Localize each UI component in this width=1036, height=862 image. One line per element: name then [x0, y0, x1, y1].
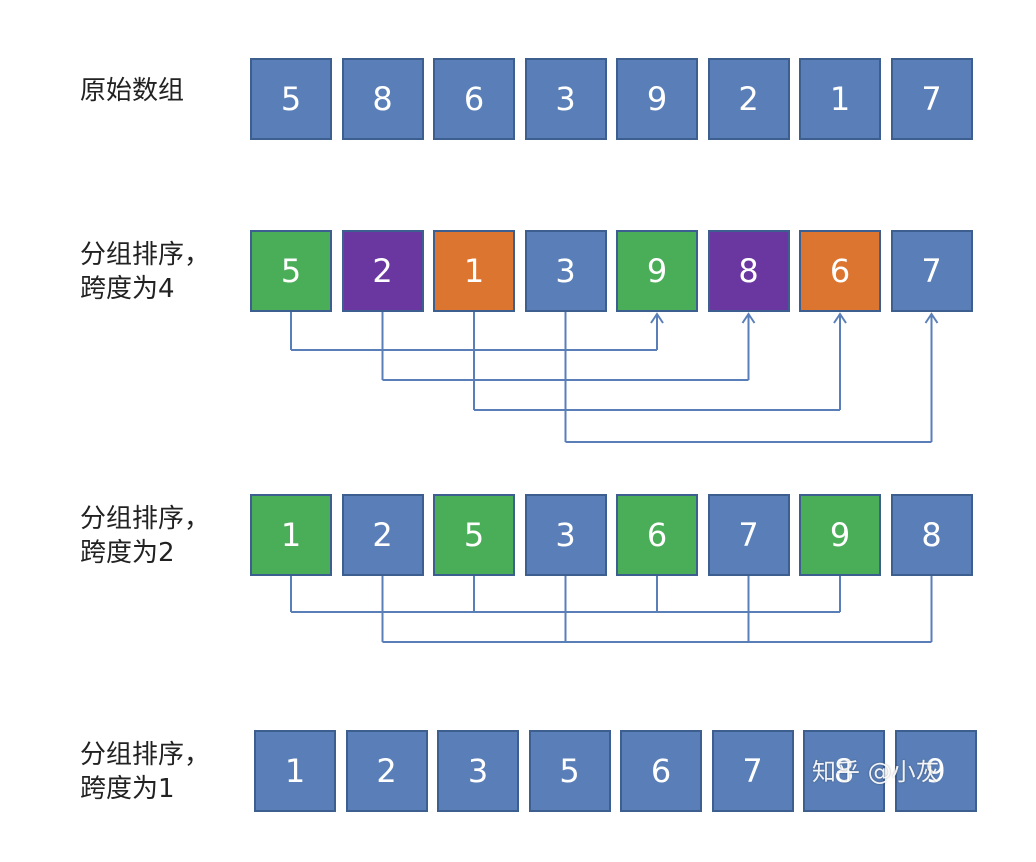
array-cell: 2 [707, 58, 790, 140]
array-cell: 6 [799, 230, 881, 312]
array-cell: 9 [616, 230, 698, 312]
array-cell: 5 [250, 58, 332, 140]
array-cell: 8 [803, 730, 885, 812]
row-label-gap-4: 分组排序， 跨度为4 [80, 240, 211, 304]
array-cell: 6 [616, 494, 698, 576]
row-label-gap-1: 分组排序， 跨度为1 [80, 740, 211, 804]
arrow-head [741, 312, 756, 324]
array-cell: 1 [433, 230, 515, 312]
array-cell: 1 [254, 730, 336, 812]
array-cell: 3 [524, 58, 607, 140]
array-cell: 7 [707, 494, 790, 576]
watermark-text: 知乎 @小灰 [812, 758, 940, 786]
array-cell: 7 [890, 58, 973, 140]
array-cell: 6 [433, 58, 515, 140]
array-cell: 3 [437, 730, 519, 812]
array-cell: 7 [711, 730, 794, 812]
arrow-head [924, 312, 939, 324]
array-cell: 6 [620, 730, 702, 812]
array-cell: 9 [616, 58, 698, 140]
array-cell: 8 [890, 494, 973, 576]
array-cell: 2 [345, 730, 428, 812]
array-cell: 3 [524, 230, 607, 312]
array-cell: 3 [524, 494, 607, 576]
array-cell: 8 [341, 58, 424, 140]
arrow-head [833, 312, 847, 324]
array-cell: 9 [894, 730, 977, 812]
array-cell: 9 [799, 494, 881, 576]
array-cell: 7 [890, 230, 973, 312]
array-cell: 5 [250, 230, 332, 312]
row-label-gap-2: 分组排序， 跨度为2 [80, 504, 211, 568]
array-cell: 1 [250, 494, 332, 576]
array-cell: 5 [528, 730, 611, 812]
array-cell: 2 [341, 230, 424, 312]
array-cell: 5 [433, 494, 515, 576]
arrow-head [650, 312, 664, 324]
array-cell: 2 [341, 494, 424, 576]
array-cell: 1 [799, 58, 881, 140]
row-label-original: 原始数组 [80, 76, 185, 106]
array-cell: 8 [707, 230, 790, 312]
